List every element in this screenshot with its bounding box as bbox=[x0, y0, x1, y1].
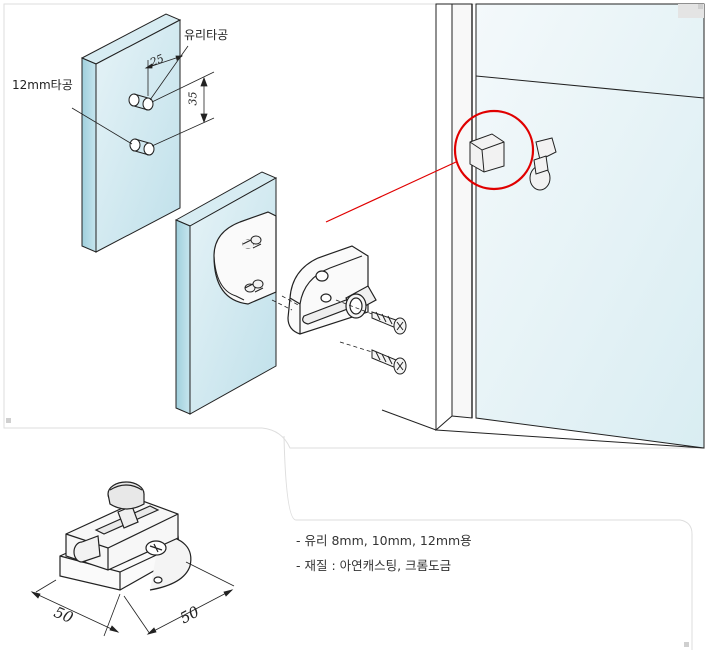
highlight-leader bbox=[325, 161, 457, 223]
label-glass-hole: 유리타공 bbox=[184, 28, 229, 42]
top-panel-border bbox=[3, 3, 705, 449]
dimension-35-label: 35 bbox=[186, 91, 200, 106]
door-frame bbox=[381, 3, 705, 449]
leader-glass-hole bbox=[149, 45, 189, 101]
installed-latch bbox=[469, 133, 557, 191]
spec-glass-thickness: - 유리 8mm, 10mm, 12mm용 bbox=[296, 533, 472, 548]
corner-marker bbox=[698, 4, 703, 9]
leader-12mm-hole bbox=[71, 107, 133, 145]
glass-door bbox=[475, 3, 705, 449]
latch-body-exploded bbox=[271, 245, 377, 335]
corner-marker bbox=[684, 642, 689, 647]
dimension-35 bbox=[151, 71, 215, 147]
drill-hole-upper bbox=[128, 93, 154, 111]
screw-upper bbox=[335, 299, 407, 335]
glass-panel-drilling bbox=[71, 13, 215, 253]
label-12mm-hole: 12mm타공 bbox=[12, 78, 73, 92]
bottom-panel-border bbox=[283, 435, 693, 650]
corner-marker bbox=[6, 418, 11, 423]
screw-lower bbox=[339, 341, 407, 375]
highlight-circle bbox=[453, 109, 535, 191]
drill-hole-lower bbox=[129, 138, 155, 156]
product-detail bbox=[30, 481, 235, 637]
spec-material: - 재질 : 아연캐스팅, 크롬도금 bbox=[296, 558, 452, 573]
glass-panel-mounted bbox=[174, 171, 278, 415]
